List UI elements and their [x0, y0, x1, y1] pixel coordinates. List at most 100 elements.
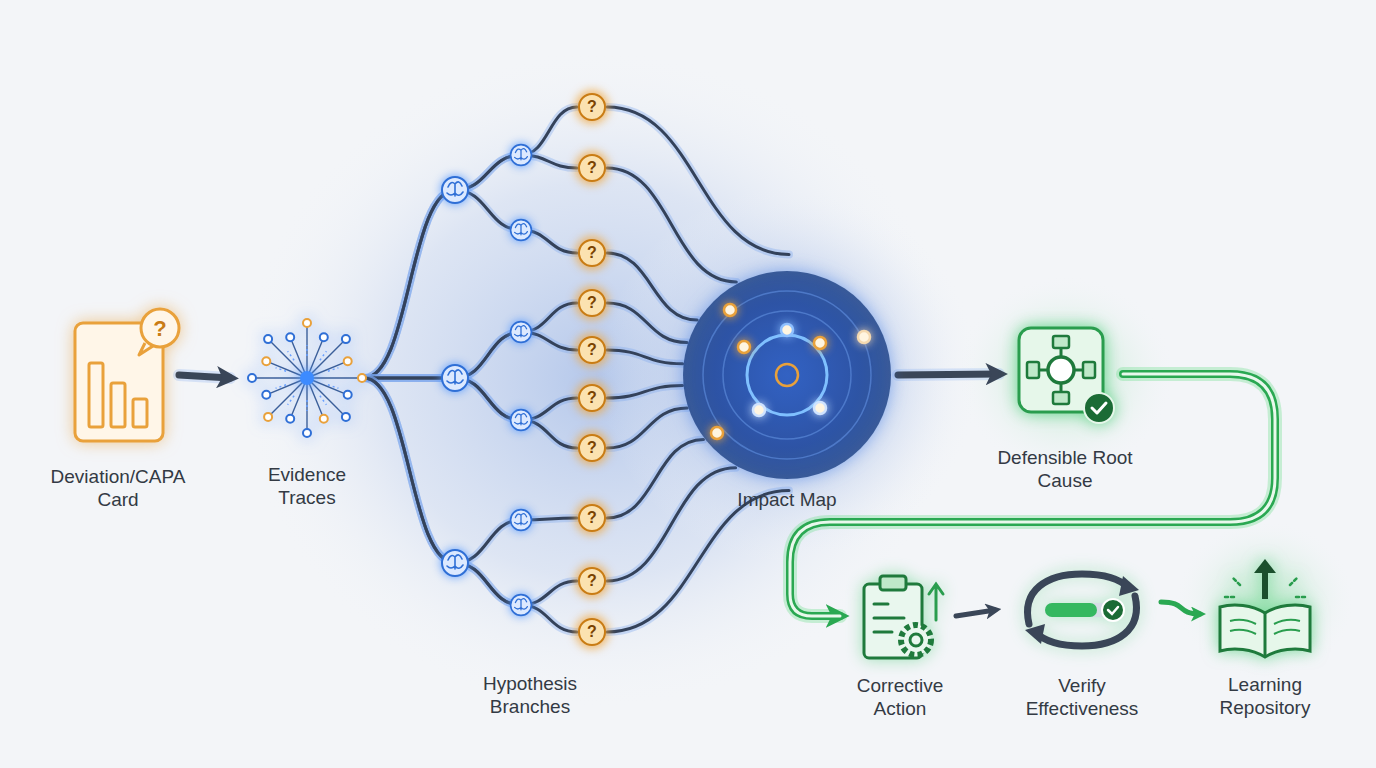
- root-cause-node: Defensible Root Cause: [985, 322, 1145, 494]
- connector: [364, 332, 577, 378]
- connector-line: [179, 375, 230, 378]
- connector-line: [898, 374, 999, 375]
- question-mark: ?: [580, 95, 604, 119]
- connector-line: [364, 303, 577, 378]
- connector: [607, 385, 683, 398]
- node-label: Corrective Action: [840, 674, 960, 720]
- verify-icon: [1007, 560, 1157, 660]
- question-mark: ?: [580, 338, 604, 362]
- connector-line: [607, 385, 683, 398]
- brain-icon: [511, 220, 532, 241]
- connector-line: [364, 190, 577, 378]
- burst-icon: [242, 315, 372, 441]
- connector: [364, 303, 577, 378]
- brain-icon: [511, 595, 532, 616]
- connector-line: [364, 332, 577, 378]
- question-mark: ?: [580, 506, 604, 530]
- connector-line: [364, 107, 577, 378]
- connector: [898, 374, 999, 375]
- connector: [607, 253, 697, 320]
- brain-icon: [442, 550, 468, 576]
- connector-line: [364, 303, 577, 378]
- connector-line: [179, 375, 230, 378]
- question-mark: ?: [580, 156, 604, 180]
- connector-line: [607, 385, 683, 398]
- hypothesis-node: ?: [578, 93, 606, 121]
- card-icon-node: Deviation/CAPA Card: [38, 305, 198, 513]
- connector-line: [607, 408, 687, 448]
- connector-line: [607, 491, 789, 632]
- connector: [364, 378, 577, 632]
- brain-icon: [511, 145, 532, 166]
- question-mark: ?: [580, 241, 604, 265]
- hypothesis-node: ?: [578, 504, 606, 532]
- root-icon: [1013, 322, 1117, 426]
- connector-line: [364, 378, 577, 563]
- blue-glow: [240, 50, 960, 710]
- connector: [179, 375, 230, 378]
- question-mark: ?: [580, 620, 604, 644]
- hypothesis-node: ?: [578, 618, 606, 646]
- node-label: Verify Effectiveness: [1012, 674, 1152, 720]
- connector-line: [607, 350, 683, 364]
- connector-line: [364, 107, 577, 378]
- connector-line: [364, 190, 577, 378]
- learning-icon: [1210, 555, 1320, 665]
- connector-line: [364, 332, 577, 378]
- connector-line: [364, 378, 577, 632]
- hypothesis-node: ?: [578, 567, 606, 595]
- connector: [364, 190, 577, 378]
- connector: [607, 439, 704, 518]
- impact-map-node: Impact Map: [680, 268, 894, 513]
- connector-line: [607, 253, 697, 320]
- connector: [956, 610, 995, 616]
- connector: [607, 408, 687, 448]
- connector-line: [1161, 602, 1200, 614]
- connector: [607, 491, 789, 632]
- repository-node: Learning Repository: [1200, 555, 1330, 721]
- connector-line: [607, 303, 687, 343]
- hypothesis-node: ?: [578, 239, 606, 267]
- connector-line: [607, 168, 736, 282]
- connector: [607, 168, 736, 282]
- brain-icon: [511, 410, 532, 431]
- connector-line: [607, 303, 687, 343]
- connector: [607, 303, 687, 343]
- connector: [364, 378, 577, 563]
- node-label: Defensible Root Cause: [985, 446, 1145, 492]
- question-mark: ?: [580, 291, 604, 315]
- connector-line: [364, 155, 577, 378]
- connector-line: [607, 408, 687, 448]
- action-node: Corrective Action: [840, 568, 960, 722]
- question-mark: ?: [580, 436, 604, 460]
- brain-icon: [511, 322, 532, 343]
- brain-icon: [442, 177, 468, 203]
- connector-line: [607, 468, 736, 581]
- node-label: Deviation/CAPA Card: [38, 465, 198, 511]
- green-glow: [1175, 520, 1355, 680]
- question-mark: ?: [580, 569, 604, 593]
- verify-node: Verify Effectiveness: [1007, 560, 1157, 722]
- node-label: Impact Map: [712, 488, 862, 511]
- connector-line: [364, 378, 577, 632]
- connector: [607, 350, 683, 364]
- connector-line: [956, 610, 995, 616]
- connector-line: [607, 491, 789, 632]
- connector-line: [607, 439, 704, 518]
- connector-line: [607, 439, 704, 518]
- connector-line: [607, 253, 697, 320]
- connector: [364, 155, 577, 378]
- connector-line: [364, 378, 577, 563]
- node-label: Learning Repository: [1200, 673, 1330, 719]
- hypothesis-node: ?: [578, 289, 606, 317]
- brain-icon: [511, 510, 532, 531]
- group-label: Hypothesis Branches: [465, 672, 595, 718]
- question-mark: ?: [580, 386, 604, 410]
- connector-line: [898, 374, 999, 375]
- connector-line: [607, 350, 683, 364]
- hypothesis-node: ?: [578, 336, 606, 364]
- impact-icon: [680, 268, 894, 482]
- connector: [1161, 602, 1200, 614]
- connector: [364, 107, 577, 378]
